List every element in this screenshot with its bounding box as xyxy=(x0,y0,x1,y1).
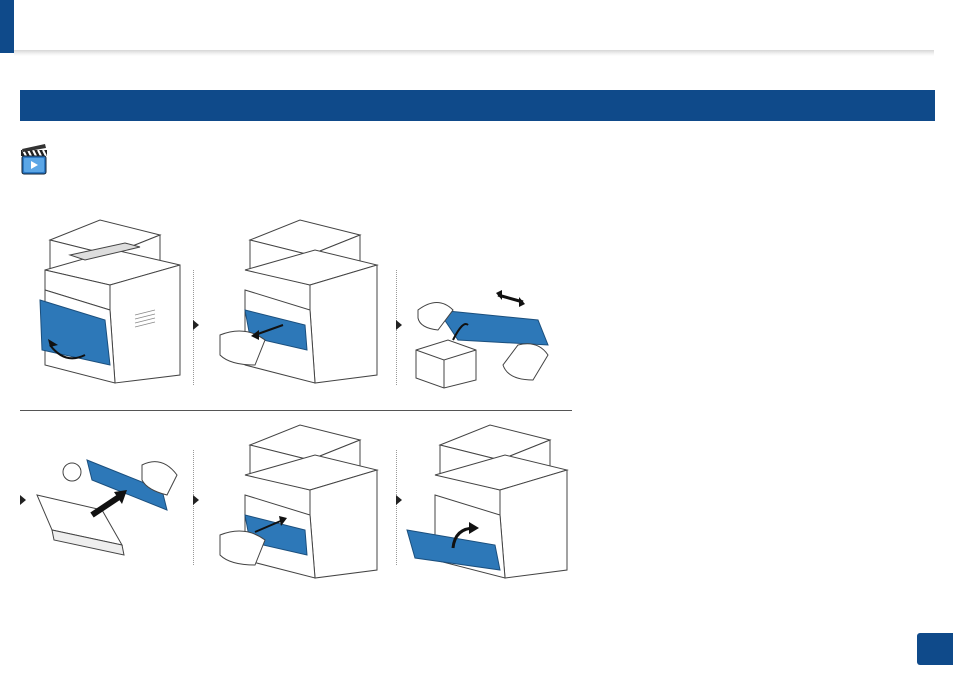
step-5-illustration xyxy=(215,420,380,580)
step-arrow-icon xyxy=(20,495,26,505)
step-arrow-icon xyxy=(396,495,402,505)
step-separator xyxy=(193,450,194,565)
step-4-illustration xyxy=(32,450,182,560)
step-arrow-icon xyxy=(396,320,402,330)
section-title-bar xyxy=(20,90,935,121)
header-rule xyxy=(14,50,934,56)
step-1-illustration xyxy=(30,215,182,385)
step-arrow-icon xyxy=(193,320,199,330)
header-accent xyxy=(0,0,14,53)
step-3-illustration xyxy=(408,280,558,390)
page-number-badge xyxy=(917,633,953,665)
step-arrow-icon xyxy=(193,495,199,505)
step-separator xyxy=(396,450,397,565)
video-clapperboard-icon[interactable] xyxy=(20,144,48,176)
row-divider xyxy=(20,410,572,411)
step-6-illustration xyxy=(405,420,570,580)
step-2-illustration xyxy=(215,215,380,385)
